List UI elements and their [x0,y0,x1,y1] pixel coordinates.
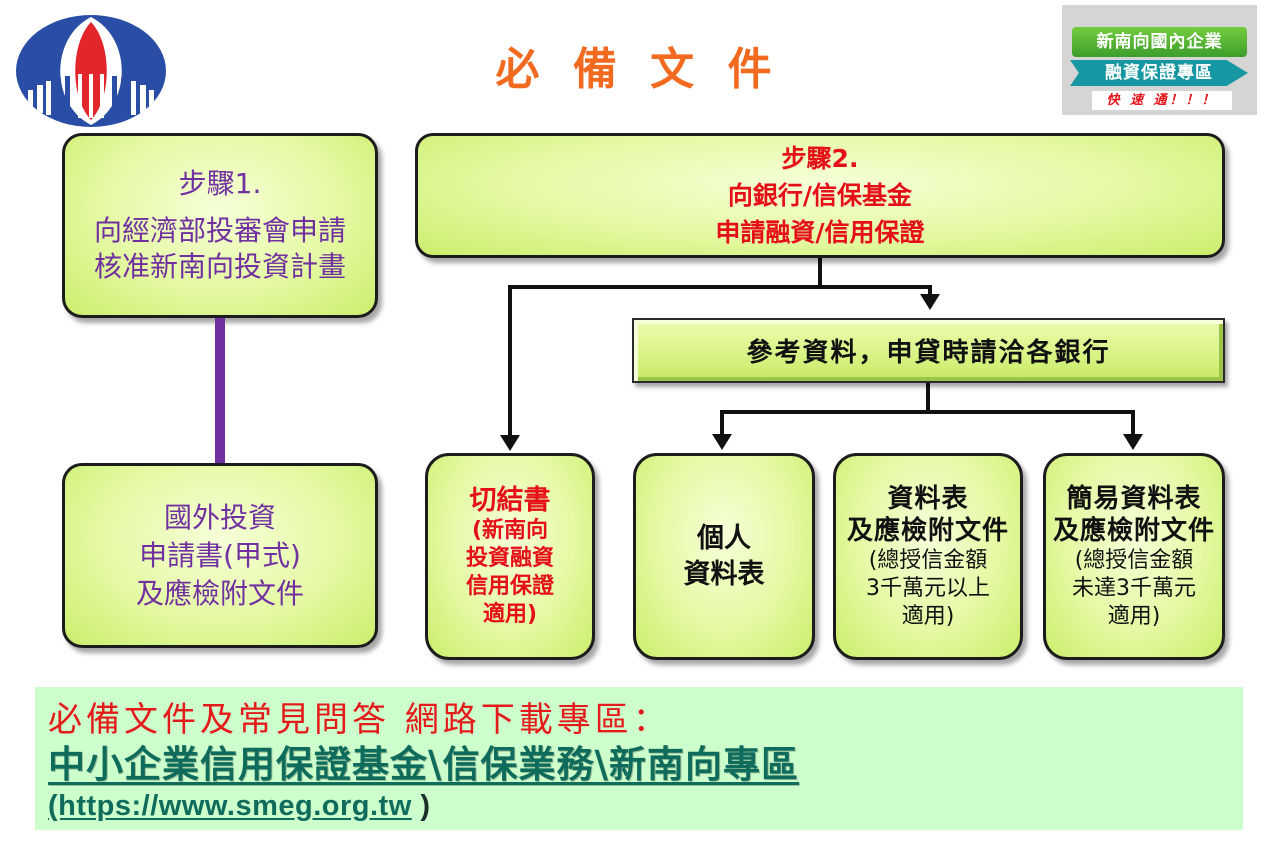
simplified-data-form-note-line: (總授信金額 [1074,547,1194,573]
website-url-link[interactable]: (https://www.smeg.org.tw [48,790,412,822]
application-form-line: 及應檢附文件 [135,576,304,610]
declaration-note-line: 信用保證 [465,573,554,599]
promo-badge: 新南向國內企業 融資保證專區 快 速 通！！！ [1062,5,1257,115]
step2-label: 步驟2. [781,144,859,173]
data-form-note-line: 適用) [901,603,955,629]
connector-step1-to-form [215,318,225,463]
download-path-link[interactable]: 中小企業信用保證基金\信保業務\新南向專區 [48,743,800,786]
logo-red-lens [75,22,107,120]
simplified-data-form-title: 及應檢附文件 [1052,515,1215,546]
badge-line-domestic-enterprises: 新南向國內企業 [1072,27,1247,57]
data-form-title: 及應檢附文件 [846,515,1009,546]
simplified-data-form-note-line: 適用) [1107,603,1161,629]
step1-label: 步驟1. [178,167,262,200]
badge-line-fast-track: 快 速 通！！！ [1092,91,1232,110]
step1-line: 核准新南向投資計畫 [93,250,346,283]
badge-arrow-guarantee-zone: 融資保證專區 [1070,60,1248,86]
logo-bars [28,74,154,122]
declaration-box: 切結書 (新南向 投資融資 信用保證 適用) [425,453,595,660]
url-closing-paren: ) [411,790,431,822]
arrowhead-reference [920,294,940,310]
personal-data-form-title: 個人 [697,522,751,554]
step1-line: 向經濟部投審會申請 [93,214,346,247]
data-form-box: 資料表 及應檢附文件 (總授信金額 3千萬元以上 適用) [833,453,1023,660]
step1-box: 步驟1. 向經濟部投審會申請 核准新南向投資計畫 [62,133,378,318]
arrowhead-personal-form [712,434,732,450]
declaration-note-line: (新南向 [471,517,549,543]
data-form-title: 資料表 [887,483,969,514]
logo [12,12,170,130]
personal-data-form-title: 資料表 [683,558,765,590]
application-form-line: 國外投資 [163,500,276,534]
application-form-line: 申請書(甲式) [139,538,301,572]
simplified-data-form-title: 簡易資料表 [1066,483,1202,514]
download-heading: 必備文件及常見問答 網路下載專區： [48,700,671,740]
emblem-logo-icon [16,15,166,127]
arrowhead-declaration [500,435,520,451]
step2-box: 步驟2. 向銀行/信保基金 申請融資/信用保證 [415,133,1225,258]
download-panel: 必備文件及常見問答 網路下載專區： 中小企業信用保證基金\信保業務\新南向專區 … [35,687,1243,830]
download-url-line: (https://www.smeg.org.tw ) [48,789,430,823]
declaration-title: 切結書 [469,484,551,516]
reference-bar-text: 參考資料，申貸時請洽各銀行 [746,338,1111,368]
simplified-data-form-box: 簡易資料表 及應檢附文件 (總授信金額 未達3千萬元 適用) [1043,453,1225,660]
personal-data-form-box: 個人 資料表 [633,453,815,660]
step2-line: 向銀行/信保基金 [727,181,913,210]
page-title: 必 備 文 件 [495,44,781,95]
application-form-box: 國外投資 申請書(甲式) 及應檢附文件 [62,463,378,648]
data-form-note-line: 3千萬元以上 [866,575,990,601]
declaration-note-line: 投資融資 [465,545,554,571]
step2-line: 申請融資/信用保證 [715,218,925,247]
declaration-note-line: 適用) [482,601,538,627]
reference-bar: 參考資料，申貸時請洽各銀行 [632,318,1225,383]
arrowhead-simplified-form [1123,434,1143,450]
simplified-data-form-note-line: 未達3千萬元 [1072,575,1196,601]
data-form-note-line: (總授信金額 [868,547,988,573]
